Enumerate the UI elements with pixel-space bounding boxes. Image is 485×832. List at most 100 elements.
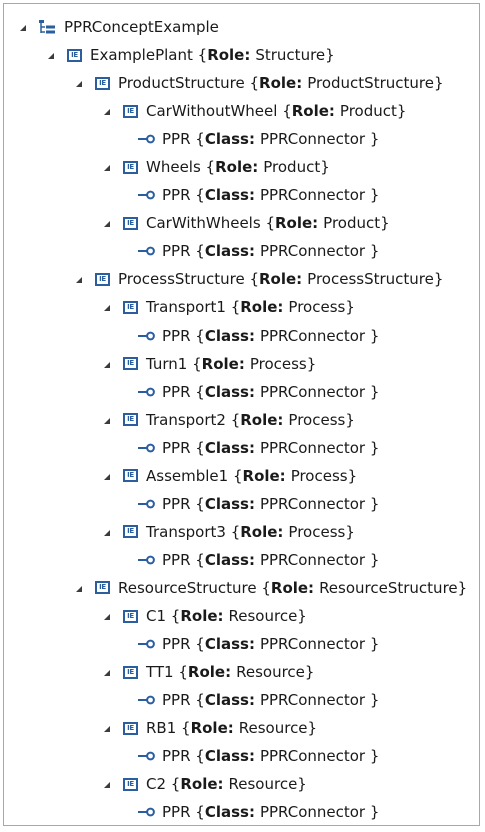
- tree-node-external-interface[interactable]: PPR {Class:PPRConnector }: [136, 436, 379, 460]
- role-value: Process}: [288, 410, 355, 429]
- connector-icon: [138, 246, 156, 256]
- class-value: PPRConnector }: [259, 803, 380, 822]
- node-name: PPR: [162, 242, 191, 261]
- class-value: PPRConnector }: [259, 747, 380, 766]
- brace-open: {: [190, 635, 205, 654]
- brace-open: {: [192, 46, 208, 64]
- expanded-triangle-icon[interactable]: [100, 413, 114, 427]
- role-key: Role:: [201, 354, 245, 373]
- connector-icon: [138, 499, 156, 509]
- role-key: Role:: [240, 410, 284, 429]
- expanded-triangle-icon[interactable]: [44, 48, 58, 62]
- connector-icon: [138, 695, 156, 705]
- expanded-triangle-icon[interactable]: [100, 216, 114, 230]
- expanded-triangle-icon[interactable]: [72, 581, 86, 595]
- role-value: Process}: [288, 298, 355, 317]
- brace-open: {: [190, 186, 205, 205]
- tree-node-external-interface[interactable]: PPR {Class:PPRConnector }: [136, 127, 379, 151]
- brace-open: {: [187, 354, 202, 373]
- node-name: C1: [146, 607, 167, 625]
- ie-icon: IE: [123, 413, 138, 427]
- class-key: Class:: [204, 382, 255, 401]
- tree-node-label: Transport3 {Role:Process}: [146, 523, 355, 541]
- node-name: PPR: [162, 691, 191, 710]
- expanded-triangle-icon[interactable]: [100, 721, 114, 735]
- tree-node-external-interface[interactable]: PPR {Class:PPRConnector }: [136, 492, 379, 516]
- tree-node-external-interface[interactable]: PPR {Class:PPRConnector }: [136, 380, 379, 404]
- expanded-triangle-icon[interactable]: [72, 76, 86, 90]
- role-value: Resource}: [228, 775, 307, 794]
- node-name: Wheels: [146, 158, 201, 177]
- role-key: Role:: [207, 46, 251, 64]
- tree-node-label: PPR {Class:PPRConnector }: [162, 551, 379, 569]
- expanded-triangle-icon[interactable]: [100, 777, 114, 791]
- ie-icon: IE: [123, 721, 138, 735]
- tree-node-label: TT1 {Role:Resource}: [146, 663, 314, 681]
- tree-node-external-interface[interactable]: PPR {Class:PPRConnector }: [136, 632, 379, 656]
- node-name: Assemble1: [146, 466, 229, 485]
- tree-node-external-interface[interactable]: PPR {Class:PPRConnector }: [136, 688, 379, 712]
- brace-open: {: [173, 663, 188, 682]
- tree-node-root[interactable]: PPRConceptExample: [16, 15, 219, 39]
- ie-icon: IE: [123, 216, 138, 230]
- tree-node-label: Assemble1 {Role:Process}: [146, 467, 357, 485]
- brace-open: {: [190, 803, 205, 822]
- tree-node-external-interface[interactable]: PPR {Class:PPRConnector }: [136, 324, 379, 348]
- node-name: PPR: [162, 747, 191, 766]
- tree-node-internal-element[interactable]: IE Transport3 {Role:Process}: [100, 520, 355, 544]
- role-key: Role:: [240, 522, 284, 541]
- expanded-triangle-icon[interactable]: [100, 300, 114, 314]
- brace-open: {: [225, 410, 241, 429]
- class-value: PPRConnector }: [259, 494, 380, 513]
- expanded-triangle-icon[interactable]: [100, 609, 114, 623]
- role-value: Resource}: [238, 719, 318, 738]
- expanded-triangle-icon[interactable]: [72, 272, 86, 286]
- node-name: Turn1: [146, 354, 188, 373]
- node-name: PPR: [162, 550, 191, 569]
- tree-node-external-interface[interactable]: PPR {Class:PPRConnector }: [136, 800, 379, 824]
- ie-icon: IE: [123, 525, 138, 539]
- expanded-triangle-icon[interactable]: [100, 104, 114, 118]
- expanded-triangle-icon[interactable]: [100, 469, 114, 483]
- class-key: Class:: [204, 747, 255, 766]
- role-value: Product}: [323, 214, 390, 233]
- node-name: RB1: [146, 719, 177, 738]
- brace-open: {: [228, 466, 243, 485]
- ie-icon: IE: [123, 357, 138, 371]
- ie-icon: IE: [123, 469, 138, 483]
- expanded-triangle-icon[interactable]: [100, 160, 114, 174]
- brace-open: {: [256, 578, 271, 597]
- brace-open: {: [190, 130, 205, 149]
- role-value: ResourceStructure}: [319, 578, 468, 597]
- tree-node-internal-element[interactable]: IE Assemble1 {Role:Process}: [100, 464, 357, 488]
- brace-open: {: [166, 775, 181, 794]
- expanded-triangle-icon[interactable]: [100, 357, 114, 371]
- tree-node-external-interface[interactable]: PPR {Class:PPRConnector }: [136, 548, 379, 572]
- expanded-triangle-icon[interactable]: [100, 665, 114, 679]
- node-name: PPR: [162, 382, 191, 401]
- node-name: PPR: [162, 803, 191, 822]
- class-value: PPRConnector }: [259, 438, 380, 457]
- tree-node-external-interface[interactable]: PPR {Class:PPRConnector }: [136, 239, 379, 263]
- expanded-triangle-icon[interactable]: [100, 525, 114, 539]
- tree-node-label: C1 {Role:Resource}: [146, 607, 307, 625]
- expanded-triangle-icon[interactable]: [16, 20, 30, 34]
- node-name: PPR: [162, 438, 191, 457]
- tree-node-external-interface[interactable]: PPR {Class:PPRConnector }: [136, 744, 379, 768]
- tree-node-external-interface[interactable]: PPR {Class:PPRConnector }: [136, 183, 379, 207]
- brace-open: {: [244, 270, 259, 289]
